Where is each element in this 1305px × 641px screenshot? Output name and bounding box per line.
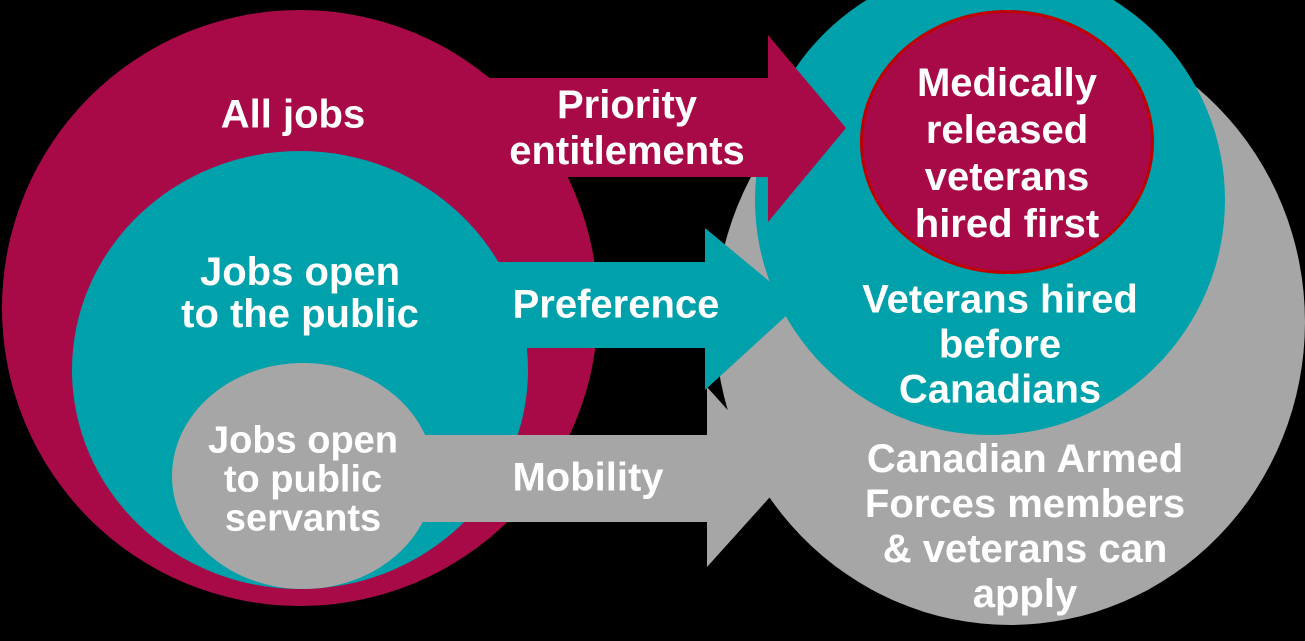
jobs-open-servants-line3: servants xyxy=(224,497,382,540)
medically-released-line1: Medically xyxy=(916,61,1098,105)
jobs-open-to-public-line2: to the public xyxy=(181,292,419,336)
caf-members-line2: Forces members xyxy=(864,482,1186,526)
medically-released-line2: released xyxy=(925,108,1089,152)
all-jobs-label: All jobs xyxy=(220,92,366,137)
priority-entitlements-line2: entitlements xyxy=(509,129,745,173)
veterans-before-line2: before xyxy=(938,322,1062,367)
mobility-label: Mobility xyxy=(512,455,664,500)
priority-entitlements-line1: Priority xyxy=(556,83,698,127)
jobs-open-to-public-label: Jobs open to the public xyxy=(181,251,419,335)
caf-members-line1: Canadian Armed xyxy=(866,437,1184,481)
circle-medically-released-veterans xyxy=(860,10,1154,274)
jobs-open-to-public-servants-label: Jobs open to public servants xyxy=(207,419,399,540)
medically-released-label: Medically released veterans hired first xyxy=(915,60,1099,248)
caf-members-line3: & veterans can xyxy=(882,527,1168,571)
jobs-open-servants-line1: Jobs open xyxy=(207,419,399,462)
priority-entitlements-label: Priority entitlements xyxy=(509,82,745,174)
caf-members-line4: apply xyxy=(972,572,1078,616)
caf-members-apply-label: Canadian Armed Forces members & veterans… xyxy=(865,437,1185,617)
jobs-open-to-public-line1: Jobs open xyxy=(199,250,401,294)
medically-released-line3: veterans xyxy=(924,155,1090,199)
jobs-open-servants-line2: to public xyxy=(223,458,383,501)
veterans-before-line1: Veterans hired xyxy=(862,277,1138,322)
preference-label: Preference xyxy=(512,282,720,327)
veterans-before-canadians-label: Veterans hired before Canadians xyxy=(862,278,1138,413)
medically-released-line4: hired first xyxy=(914,202,1100,246)
veterans-before-line3: Canadians xyxy=(898,367,1102,412)
